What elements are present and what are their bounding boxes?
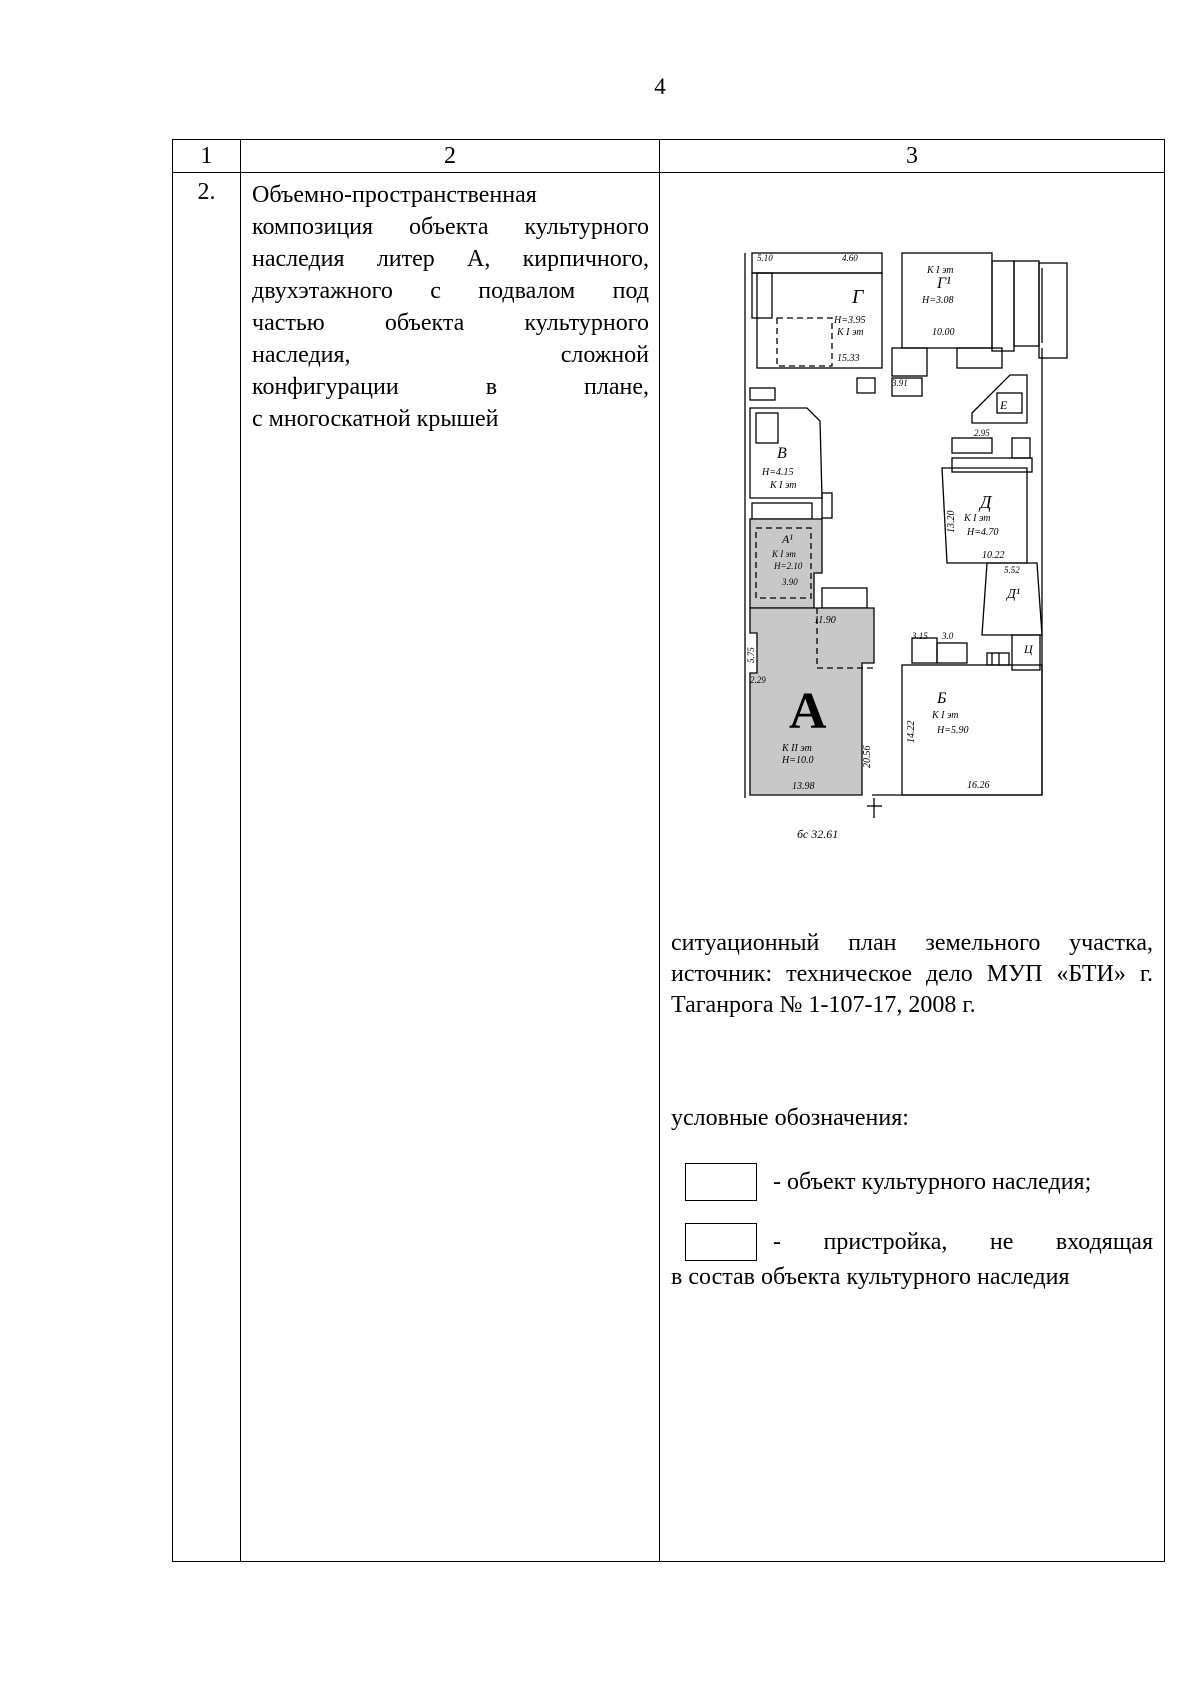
plan-label: 3.91 bbox=[891, 378, 908, 388]
plan-label: 4.60 bbox=[842, 253, 858, 263]
plan-label: К I эт bbox=[926, 265, 953, 276]
plan-label: бс 32.61 bbox=[797, 827, 838, 841]
description-line: композиция объекта культурного bbox=[252, 214, 649, 240]
plan-label: Н=10.0 bbox=[781, 755, 813, 766]
plan-label: 3.0 bbox=[941, 631, 954, 641]
site-plan-drawing: А Г Н=3.95 К I эт 15.33 Г¹ К I эт Н=3.08… bbox=[744, 252, 1068, 841]
description-line: двухэтажного с подвалом под bbox=[252, 278, 649, 304]
plan-label: Н=5.90 bbox=[936, 725, 968, 736]
description-line: конфигурации в плане, bbox=[252, 374, 649, 400]
legend-text-line1: - пристройка, не входящая bbox=[671, 1223, 1153, 1261]
plan-label: К I эт bbox=[771, 549, 796, 559]
heritage-table: 1 2 3 2. Объемно-пространственная композ… bbox=[172, 139, 1165, 1562]
plan-label: 11.90 bbox=[814, 615, 836, 626]
legend-item-annex: - пристройка, не входящая в состав объек… bbox=[671, 1223, 1153, 1293]
plan-label: 15.33 bbox=[837, 353, 860, 364]
row-plan-cell: А Г Н=3.95 К I эт 15.33 Г¹ К I эт Н=3.08… bbox=[659, 172, 1165, 1562]
plan-label: 13.98 bbox=[792, 781, 815, 792]
plan-label: Г bbox=[851, 286, 865, 308]
legend-title: условные обозначения: bbox=[671, 1105, 909, 1131]
legend-text: - пристройка, не входящая bbox=[773, 1229, 1153, 1255]
plan-main-letter: А bbox=[789, 683, 827, 740]
plan-label: 16.26 bbox=[967, 780, 990, 791]
description-line: наследия литер А, кирпичного, bbox=[252, 246, 649, 272]
plan-label: 3.15 bbox=[911, 631, 928, 641]
plan-caption: ситуационный план земельного участка, ис… bbox=[671, 930, 1153, 1018]
row-index: 2. bbox=[172, 172, 241, 1562]
legend-text-line2: в состав объекта культурного наследия bbox=[671, 1264, 1070, 1290]
description-line: Объемно-пространственная bbox=[252, 182, 537, 208]
plan-label: 3.90 bbox=[781, 577, 798, 587]
plan-label: Н=4.15 bbox=[761, 467, 793, 478]
table-row: 2. Объемно-пространственная композиция о… bbox=[172, 172, 1165, 1562]
description-line: наследия, сложной bbox=[252, 342, 649, 368]
header-cell-3: 3 bbox=[659, 139, 1165, 173]
legend-swatch-heritage bbox=[685, 1163, 757, 1201]
plan-label: 2.95 bbox=[974, 428, 990, 438]
plan-label: К II эт bbox=[781, 743, 812, 754]
plan-label: К I эт bbox=[769, 480, 796, 491]
plan-label: 5.52 bbox=[1004, 565, 1020, 575]
plan-label: К I эт bbox=[963, 513, 990, 524]
plan-label: Б bbox=[936, 690, 947, 707]
plan-label: 5.10 bbox=[757, 253, 773, 263]
row-description: Объемно-пространственная композиция объе… bbox=[240, 172, 660, 1562]
plan-label: 14.22 bbox=[906, 721, 917, 744]
plan-label: Е bbox=[999, 398, 1008, 412]
plan-label: Ц bbox=[1023, 642, 1034, 656]
plan-label: Н=4.70 bbox=[966, 527, 998, 538]
legend-item-heritage: - объект культурного наследия; bbox=[671, 1163, 1153, 1201]
plan-label: Д¹ bbox=[1005, 587, 1020, 602]
plan-label: Н=3.95 bbox=[833, 315, 865, 326]
description-line: с многоскатной крышей bbox=[252, 406, 499, 432]
plan-label: А¹ bbox=[781, 532, 793, 546]
plan-label: 10.22 bbox=[982, 550, 1005, 561]
legend-text: - объект культурного наследия; bbox=[773, 1169, 1092, 1195]
header-cell-2: 2 bbox=[240, 139, 660, 173]
plan-label: Г¹ bbox=[936, 275, 951, 292]
page-number: 4 bbox=[654, 74, 666, 99]
plan-label: Н=3.08 bbox=[921, 295, 953, 306]
plan-label: 5.75 bbox=[746, 647, 756, 663]
plan-label: 20.56 bbox=[862, 746, 873, 769]
plan-label: К I эт bbox=[836, 327, 863, 338]
plan-label: 2.29 bbox=[750, 675, 766, 685]
plan-label: 10.00 bbox=[932, 327, 955, 338]
plan-label: Н=2.10 bbox=[773, 561, 803, 571]
header-cell-1: 1 bbox=[172, 139, 241, 173]
table-header-row: 1 2 3 bbox=[172, 139, 1165, 173]
plan-label: К I эт bbox=[931, 710, 958, 721]
plan-label: Д bbox=[978, 492, 993, 512]
description-line: частью объекта культурного bbox=[252, 310, 649, 336]
plan-label: В bbox=[777, 445, 787, 462]
plan-label: 13.20 bbox=[946, 511, 957, 534]
legend-swatch-annex bbox=[685, 1223, 757, 1261]
